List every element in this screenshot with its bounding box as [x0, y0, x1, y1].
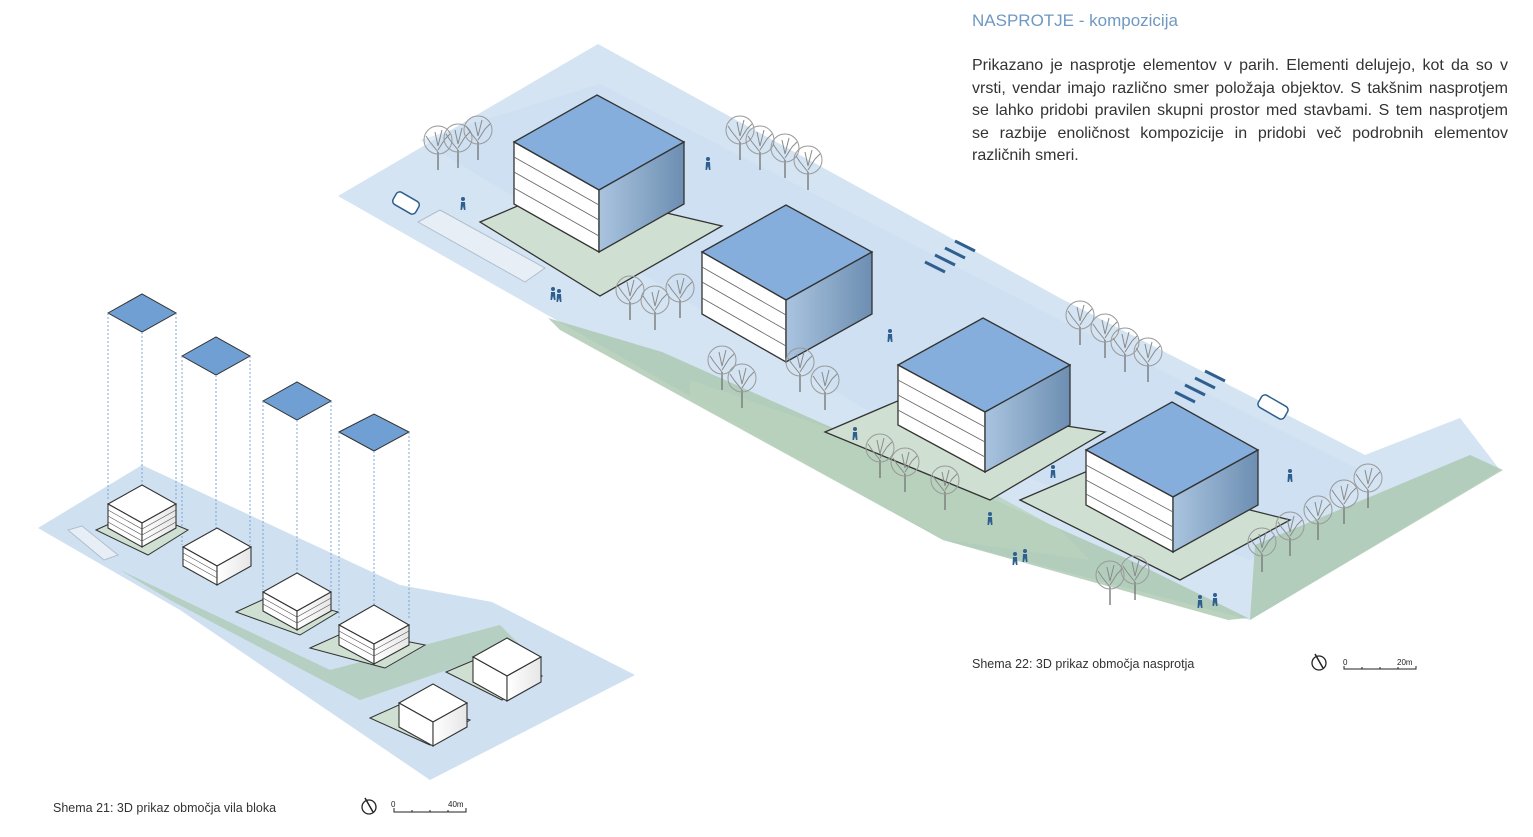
scale-bar-22-start: 0 [1343, 658, 1348, 667]
scale-bar-21-start: 0 [391, 800, 396, 809]
caption-scheme-21: Shema 21: 3D prikaz območja vila bloka [53, 801, 277, 815]
scale-bar-21: 0 40m [361, 797, 467, 815]
scheme-21-drawing [38, 293, 635, 780]
small-building-2 [181, 527, 253, 586]
car-icon [391, 191, 1289, 420]
floating-roofs [106, 293, 411, 452]
crosswalk-1 [924, 239, 976, 274]
small-buildings [106, 484, 543, 747]
parking-small [66, 525, 120, 561]
scale-bar-21-end: 40m [448, 800, 464, 809]
site-area-small [38, 465, 635, 780]
north-arrow-icon [361, 799, 377, 815]
building-2 [700, 204, 874, 364]
page-title: NASPROTJE - kompozicija [972, 11, 1178, 30]
small-building-4 [337, 604, 411, 665]
green-strip-small [120, 570, 520, 700]
scale-bar-22-end: 20m [1397, 658, 1413, 667]
scheme-22-drawing [338, 44, 1503, 620]
scale-bar-22: 0 20m [1311, 653, 1417, 671]
crosswalk-2 [1174, 369, 1226, 404]
parking-area [416, 209, 546, 283]
green-strip-right [1250, 455, 1503, 620]
building-4 [1084, 401, 1260, 554]
building-1 [512, 94, 686, 254]
small-building-1 [106, 484, 178, 548]
building-3 [896, 317, 1072, 474]
small-building-6 [471, 637, 543, 702]
north-arrow-icon [1311, 655, 1327, 671]
caption-scheme-22: Shema 22: 3D prikaz območja nasprotja [972, 657, 1195, 671]
small-building-3 [261, 572, 333, 631]
description-paragraph: Prikazano je nasprotje elementov v parih… [972, 57, 1508, 164]
small-building-5 [397, 683, 469, 747]
